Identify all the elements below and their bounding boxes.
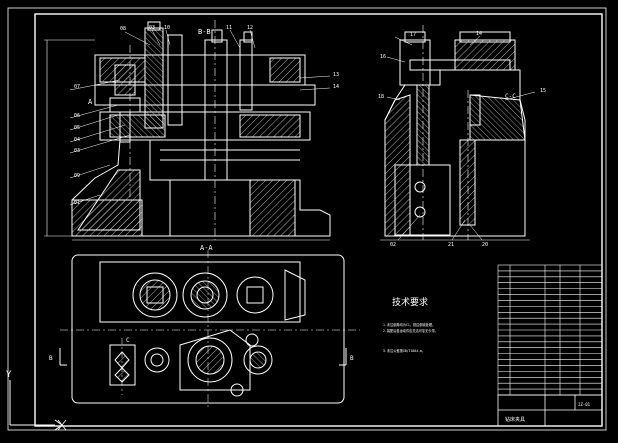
part-no: 18	[378, 94, 384, 100]
technical-requirements: 技术要求 1.未注倒角均为C1，锐边倒钝处理。 2.装配后各运动件应灵活可靠无卡…	[383, 296, 438, 353]
part-no: 17	[410, 32, 416, 38]
part-no: 03	[74, 148, 80, 154]
part-no: 09	[74, 173, 80, 179]
part-no: 16	[380, 54, 386, 60]
side-view-labels: C-C 17 14 16 18 15 02 21 20	[378, 31, 546, 248]
part-no: 20	[482, 242, 488, 248]
part-no: 21	[448, 242, 454, 248]
part-no: 11	[226, 25, 232, 31]
part-no: 13	[333, 72, 339, 78]
drawing-border	[7, 7, 607, 431]
tech-note: 1.未注倒角均为C1，锐边倒钝处理。	[383, 322, 435, 327]
title-block	[497, 394, 603, 427]
tech-note: 3.未注公差按GB/T1804-m。	[383, 348, 425, 353]
plan-view	[59, 250, 360, 410]
part-no: 04	[74, 137, 80, 143]
section-label-aa: A-A	[200, 244, 213, 252]
ucs-label: Y	[6, 370, 12, 380]
section-label-bb: B-B	[198, 28, 211, 36]
part-no: 14	[333, 84, 339, 90]
section-label-b-left: B	[49, 355, 53, 362]
title-code: JZ-01	[578, 402, 591, 407]
part-no: 05	[74, 125, 80, 131]
front-view-labels: B-B A 08 03 10 11 12 07 06 05 04 03 09 0…	[74, 25, 339, 206]
part-no: 07	[74, 84, 80, 90]
section-label-c: C	[126, 337, 130, 344]
part-no: 12	[247, 25, 253, 31]
tech-note: 2.装配后各运动件应灵活可靠无卡滞。	[383, 328, 438, 333]
bom-table	[497, 264, 603, 396]
part-no: 08	[120, 26, 126, 32]
section-label-a: A	[88, 98, 93, 106]
part-no: 06	[74, 113, 80, 119]
part-no: 01	[74, 200, 80, 206]
part-no: 14	[476, 31, 482, 37]
part-no: 02	[390, 242, 396, 248]
front-section-view	[44, 20, 331, 241]
plan-view-labels: A-A C B B	[49, 244, 354, 362]
ucs-icon	[9, 380, 67, 431]
title-name: 钻床夹具	[505, 416, 525, 423]
part-no: 10	[164, 25, 170, 31]
part-no: 15	[540, 88, 546, 94]
section-label-cc: C-C	[505, 93, 516, 100]
section-label-b-right: B	[350, 355, 354, 362]
tech-title: 技术要求	[392, 296, 428, 308]
side-section-view	[380, 25, 536, 241]
part-no: 03	[149, 25, 155, 31]
